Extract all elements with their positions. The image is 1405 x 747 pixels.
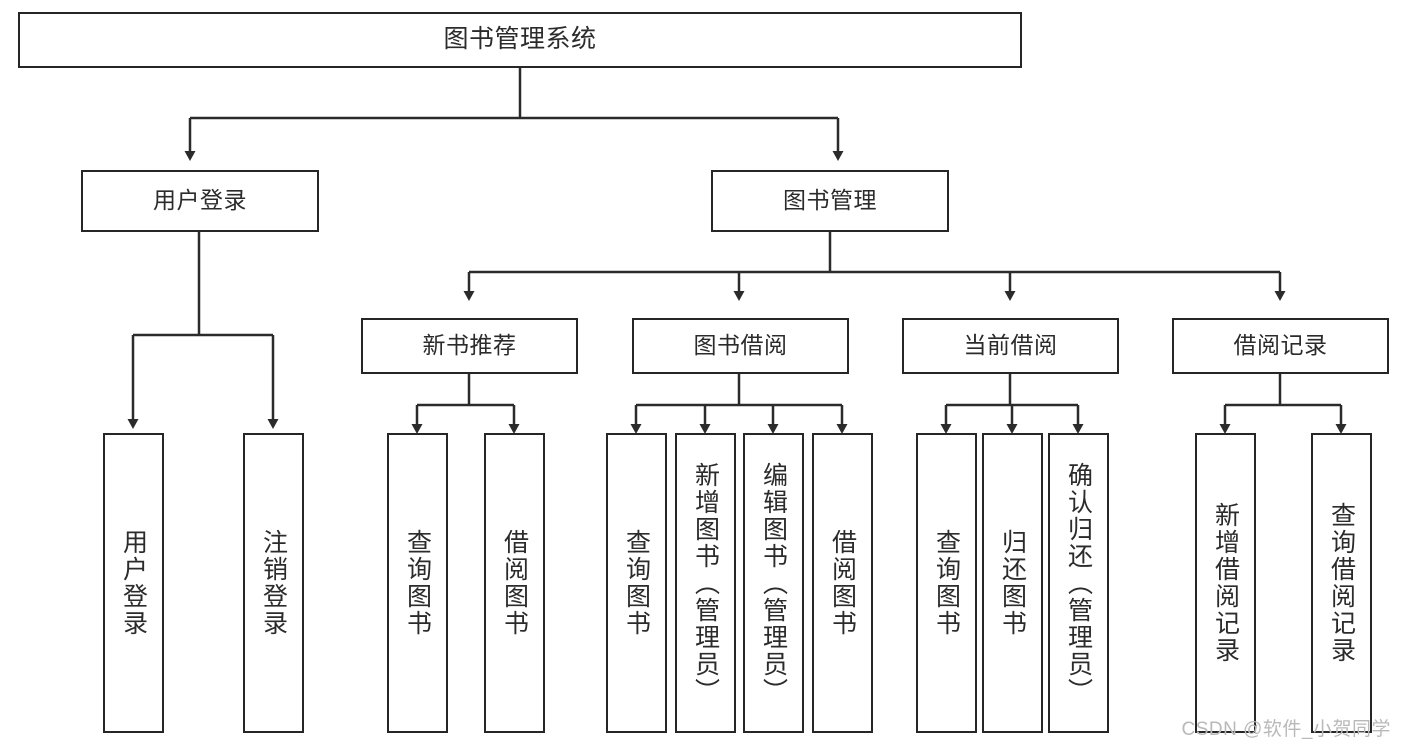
- node-label: 查询图书: [622, 529, 651, 637]
- node-label: 借阅记录: [1233, 332, 1328, 359]
- node-label: 当前借阅: [963, 332, 1058, 359]
- node-leaf-borrow-book-1[interactable]: 借阅图书: [484, 433, 545, 733]
- node-book-borrow[interactable]: 图书借阅: [632, 318, 849, 374]
- node-label: 新增图书（管理员）: [691, 461, 720, 705]
- node-leaf-return-book[interactable]: 归还图书: [982, 433, 1043, 733]
- node-current-borrow[interactable]: 当前借阅: [902, 318, 1119, 374]
- node-leaf-edit-book[interactable]: 编辑图书（管理员）: [743, 433, 804, 733]
- node-label: 用户登录: [119, 529, 148, 637]
- node-leaf-query-record[interactable]: 查询借阅记录: [1311, 433, 1372, 733]
- node-book-manage[interactable]: 图书管理: [711, 170, 949, 232]
- node-leaf-add-record[interactable]: 新增借阅记录: [1195, 433, 1256, 733]
- node-leaf-add-book[interactable]: 新增图书（管理员）: [675, 433, 736, 733]
- node-label: 借阅图书: [500, 529, 529, 637]
- node-borrow-record[interactable]: 借阅记录: [1172, 318, 1389, 374]
- node-label: 新书推荐: [422, 332, 517, 359]
- node-label: 查询图书: [932, 529, 961, 637]
- node-label: 新增借阅记录: [1211, 502, 1240, 664]
- node-label: 借阅图书: [828, 529, 857, 637]
- node-label: 注销登录: [259, 529, 288, 637]
- node-leaf-logout[interactable]: 注销登录: [243, 433, 304, 733]
- node-label: 用户登录: [153, 187, 247, 214]
- node-label: 查询借阅记录: [1327, 502, 1356, 664]
- node-label: 图书管理: [783, 187, 877, 214]
- node-label: 图书借阅: [693, 332, 788, 359]
- node-user-login[interactable]: 用户登录: [81, 170, 319, 232]
- node-label: 归还图书: [998, 529, 1027, 637]
- node-leaf-user-login[interactable]: 用户登录: [103, 433, 164, 733]
- node-leaf-query-book-3[interactable]: 查询图书: [916, 433, 977, 733]
- node-leaf-borrow-book-2[interactable]: 借阅图书: [812, 433, 873, 733]
- node-new-book-recommendation[interactable]: 新书推荐: [361, 318, 578, 374]
- node-leaf-confirm-return[interactable]: 确认归还（管理员）: [1048, 433, 1109, 733]
- node-leaf-query-book-2[interactable]: 查询图书: [606, 433, 667, 733]
- node-label: 图书管理系统: [443, 25, 597, 54]
- node-root-book-management-system[interactable]: 图书管理系统: [18, 12, 1022, 68]
- node-label: 编辑图书（管理员）: [759, 461, 788, 705]
- node-label: 查询图书: [403, 529, 432, 637]
- node-leaf-query-book-1[interactable]: 查询图书: [387, 433, 448, 733]
- node-label: 确认归还（管理员）: [1064, 461, 1093, 705]
